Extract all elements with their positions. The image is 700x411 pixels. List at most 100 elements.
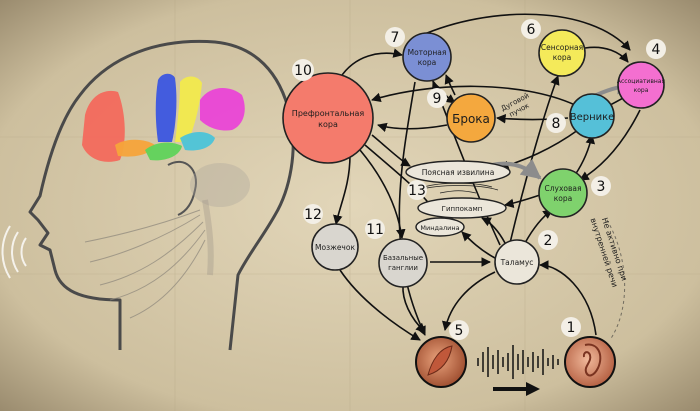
arrow-sensory-association [584,46,629,63]
badge-5: 5 [455,323,464,339]
node-thalamus-circle [494,239,540,285]
brainstem-shape [202,199,214,276]
arrow-broca-prefrontal [377,122,448,133]
node-prefrontal-label-2: кора [318,120,338,129]
badge-10: 10 [294,63,312,79]
node-cerebellum: Мозжечок [311,223,359,271]
arrow-wernicke-prefrontal [371,85,576,106]
node-sensory-circle [538,29,586,77]
arrow-prefrontal-cingulate [371,134,411,167]
connections [333,13,641,341]
badge-7: 7 [391,30,400,46]
badge-11-bg [365,219,385,239]
badge-4: 4 [652,42,661,58]
badge-6: 6 [527,22,536,38]
badge-7-bg [385,27,405,47]
node-wernicke-label: Вернике [570,112,615,123]
badge-9: 9 [433,91,442,107]
node-broca-label: Брока [452,112,490,126]
node-broca-circle [446,93,496,143]
node-hippocampus [417,197,507,219]
node-association: Ассоциативная кора [617,61,666,109]
arrow-thalamus-amygdala [461,231,496,259]
badge-12-bg [303,204,323,224]
node-association-label-1: Ассоциативная [617,78,666,85]
sound-waveform [477,345,559,379]
node-sensory: Сенсорная кора [538,29,586,77]
head-illustration [1,39,295,351]
node-prefrontal-circle [282,72,374,164]
arrow-thalamus-hippocampus [481,217,506,244]
node-auditory-label-2: кора [554,194,572,203]
node-sensory-label-1: Сенсорная [541,43,583,52]
badge-3: 3 [597,179,606,195]
prefrontal-region [82,90,125,162]
arrow-prefrontal-motor [339,48,403,79]
node-basal-ganglia-label-1: Базальные [383,254,423,262]
node-amygdala [415,217,465,237]
node-cingulate-label: Поясная извилина [422,168,495,177]
badge-8: 8 [552,116,561,132]
node-ear [564,336,616,388]
node-basal-ganglia: Базальные ганглии [378,238,428,288]
node-auditory-circle [538,168,588,218]
node-basal-ganglia-label-2: ганглии [388,264,418,272]
badge-4-bg [646,39,666,59]
badge-9-bg [427,88,447,108]
node-motor: Моторная кора [402,32,452,82]
arrow-prefrontal-basal [359,149,406,239]
badge-3-bg [591,176,611,196]
badge-6-bg [521,19,541,39]
nerve-lines [84,209,206,319]
arrow-broca-motor [444,74,456,96]
node-prefrontal: Префронтальная кора [282,72,374,164]
motor-region [155,73,177,142]
broca-region [115,139,155,157]
badge-2: 2 [544,233,553,249]
node-thalamus: Таламус [494,239,540,285]
arrow-motor-association [419,13,631,51]
node-association-label-2: кора [634,87,649,94]
node-auditory: Слуховая кора [538,168,588,218]
lips-icon [427,345,453,376]
arrow-prefrontal-cerebellum [333,154,351,225]
node-hippocampus-label: Гиппокамп [442,205,483,213]
node-motor-label-2: кора [418,58,436,67]
ear-icon [582,343,602,377]
node-motor-label-1: Моторная [408,48,447,57]
head-outline [28,39,295,351]
arrow-thalamus-mouth [441,271,496,331]
node-basal-ganglia-circle [378,238,428,288]
limbic-cluster: Поясная извилина Гиппокамп Миндалина [405,160,511,237]
node-association-circle [617,61,665,109]
badge-11: 11 [366,222,384,238]
badge-1: 1 [567,320,576,336]
node-mouth [415,336,467,388]
sound-direction-arrow [493,382,540,396]
cerebellum-shape [190,163,250,207]
node-cerebellum-label: Мозжечок [315,243,355,252]
node-auditory-label-1: Слуховая [544,184,581,193]
ear-outline [167,160,197,216]
arrow-ear-thalamus [539,260,597,336]
badge-5-bg [449,320,469,340]
badge-13-bg [407,180,427,200]
node-wernicke-circle [569,93,615,139]
node-amygdala-label: Миндалина [420,224,459,232]
badge-2-bg [538,230,558,250]
arrow-cerebellum-mouth [339,269,421,341]
badge-1-bg [561,317,581,337]
sound-waves [1,225,27,279]
node-motor-circle [402,32,452,82]
node-broca: Брока [446,93,496,143]
badge-13: 13 [408,183,426,199]
node-prefrontal-label-1: Префронтальная [292,109,365,118]
arrow-thalamus-sensory [509,75,560,244]
auditory-region [145,142,182,161]
inner-speech-dashed-arc [606,219,626,341]
node-sensory-label-2: кора [553,53,571,62]
association-region [200,88,245,131]
node-thalamus-label: Таламус [500,258,534,267]
